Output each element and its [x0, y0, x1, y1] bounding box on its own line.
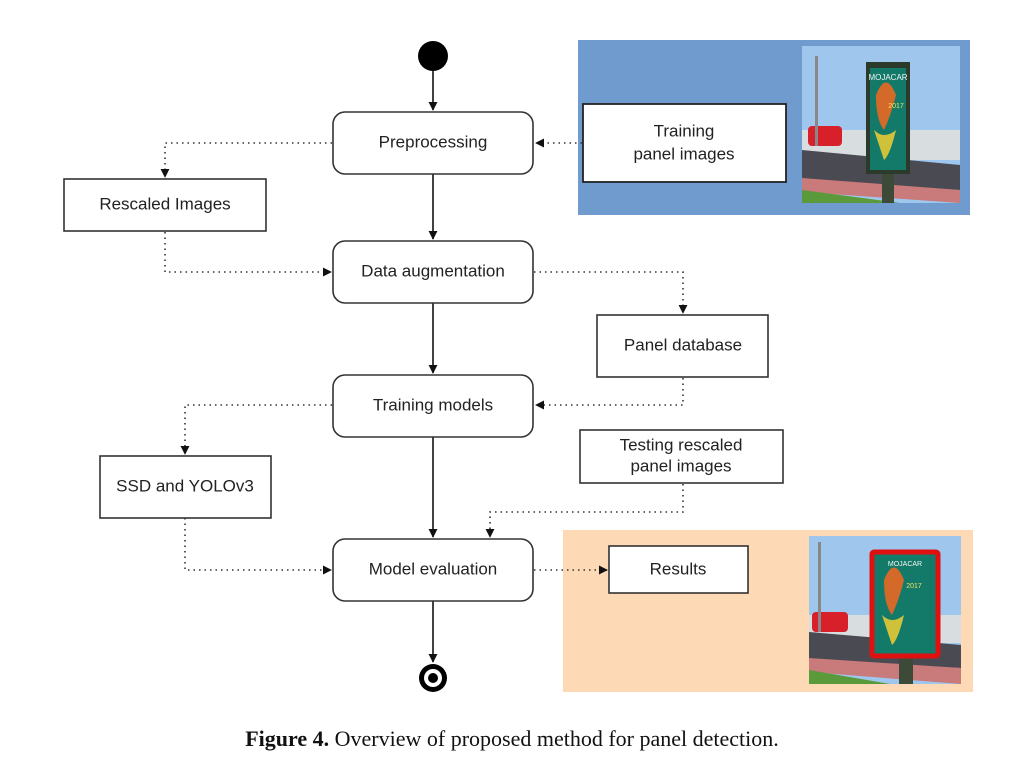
object-testing-rescaled-images: Testing rescaled panel images	[579, 429, 784, 484]
activity-preprocessing-label: Preprocessing	[379, 132, 488, 151]
activity-model-evaluation: Model evaluation	[332, 538, 534, 602]
activity-model-evaluation-label: Model evaluation	[369, 559, 498, 578]
result-panel-photo: MOJACAR 2017	[809, 536, 961, 684]
activity-training-models-label: Training models	[373, 395, 493, 414]
poster-title: MOJACAR	[868, 73, 907, 82]
poster-year: 2017	[888, 103, 904, 110]
activity-preprocessing: Preprocessing	[332, 111, 534, 175]
object-results: Results	[608, 545, 749, 594]
result-poster-title: MOJACAR	[888, 561, 922, 568]
flow-preprocessing-to-rescaled	[160, 142, 332, 178]
activity-training-models: Training models	[332, 374, 534, 438]
ssd-yolov3-label: SSD and YOLOv3	[116, 476, 254, 495]
object-rescaled-images: Rescaled Images	[63, 178, 267, 232]
result-poster-year: 2017	[906, 583, 922, 590]
object-training-panel-images: Training panel images	[582, 103, 787, 183]
testing-images-line2: panel images	[630, 456, 731, 475]
object-panel-database: Panel database	[596, 314, 769, 378]
end-node	[419, 664, 447, 692]
detection-bounding-box	[869, 549, 941, 659]
training-panel-photo: MOJACAR 2017	[802, 46, 960, 203]
rescaled-images-label: Rescaled Images	[99, 194, 230, 213]
training-images-line2: panel images	[633, 144, 734, 163]
results-label: Results	[650, 559, 707, 578]
flow-rescaled-to-augmentation	[164, 232, 332, 277]
panel-database-label: Panel database	[624, 335, 742, 354]
flow-augmentation-to-database	[534, 271, 688, 314]
object-ssd-yolov3: SSD and YOLOv3	[99, 455, 272, 519]
flow-ssd-to-evaluation	[184, 518, 332, 575]
start-node	[418, 41, 448, 71]
flow-training-to-ssd	[180, 404, 332, 455]
training-images-line1: Training	[654, 121, 715, 140]
testing-images-line1: Testing rescaled	[620, 435, 743, 454]
flow-database-to-training	[535, 378, 684, 410]
figure-caption: Figure 4. Overview of proposed method fo…	[0, 726, 1024, 752]
flow-testing-to-evaluation	[485, 484, 684, 538]
activity-data-augmentation: Data augmentation	[332, 240, 534, 304]
figure-caption-text: Overview of proposed method for panel de…	[329, 726, 779, 751]
activity-data-augmentation-label: Data augmentation	[361, 261, 505, 280]
figure-caption-label: Figure 4.	[245, 726, 330, 751]
